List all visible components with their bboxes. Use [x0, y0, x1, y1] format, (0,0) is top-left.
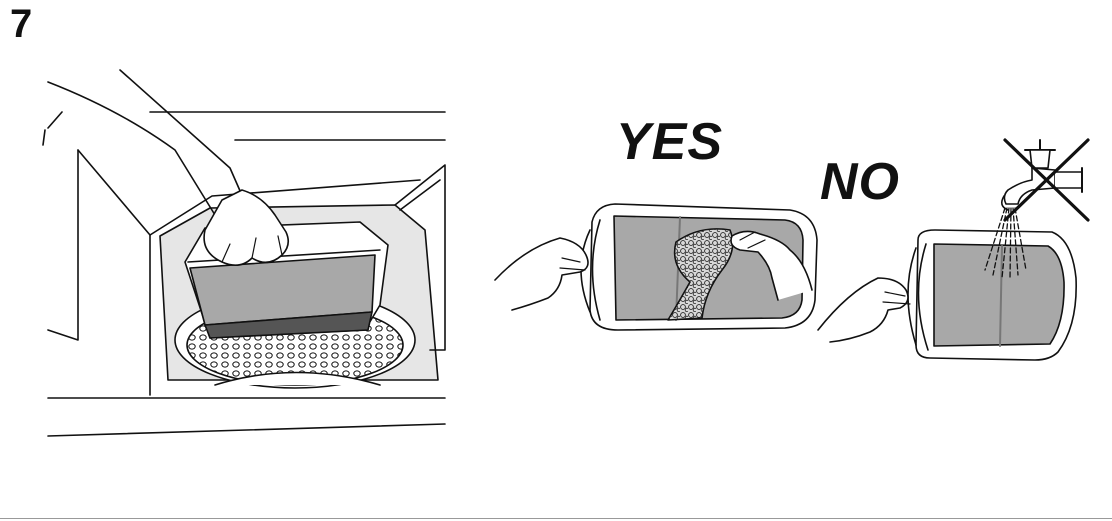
no-label: NO [820, 153, 900, 211]
bottom-divider [0, 518, 1112, 519]
hand-icon [203, 189, 290, 266]
filter-mesh [933, 243, 1065, 347]
arm-outline [47, 81, 216, 216]
water-spray [984, 207, 1027, 279]
yes-scene [494, 203, 818, 331]
cabinet-base-line [47, 423, 446, 437]
no-scene [817, 138, 1090, 361]
step-number: 7 [10, 2, 33, 46]
water-tap-icon [1000, 139, 1083, 211]
cross-out-icon [1003, 138, 1090, 222]
washer-scene [42, 69, 446, 437]
hand-icon [730, 230, 813, 301]
yes-label: YES [616, 113, 724, 171]
hand-icon [817, 277, 909, 343]
hand-icon [494, 237, 589, 311]
